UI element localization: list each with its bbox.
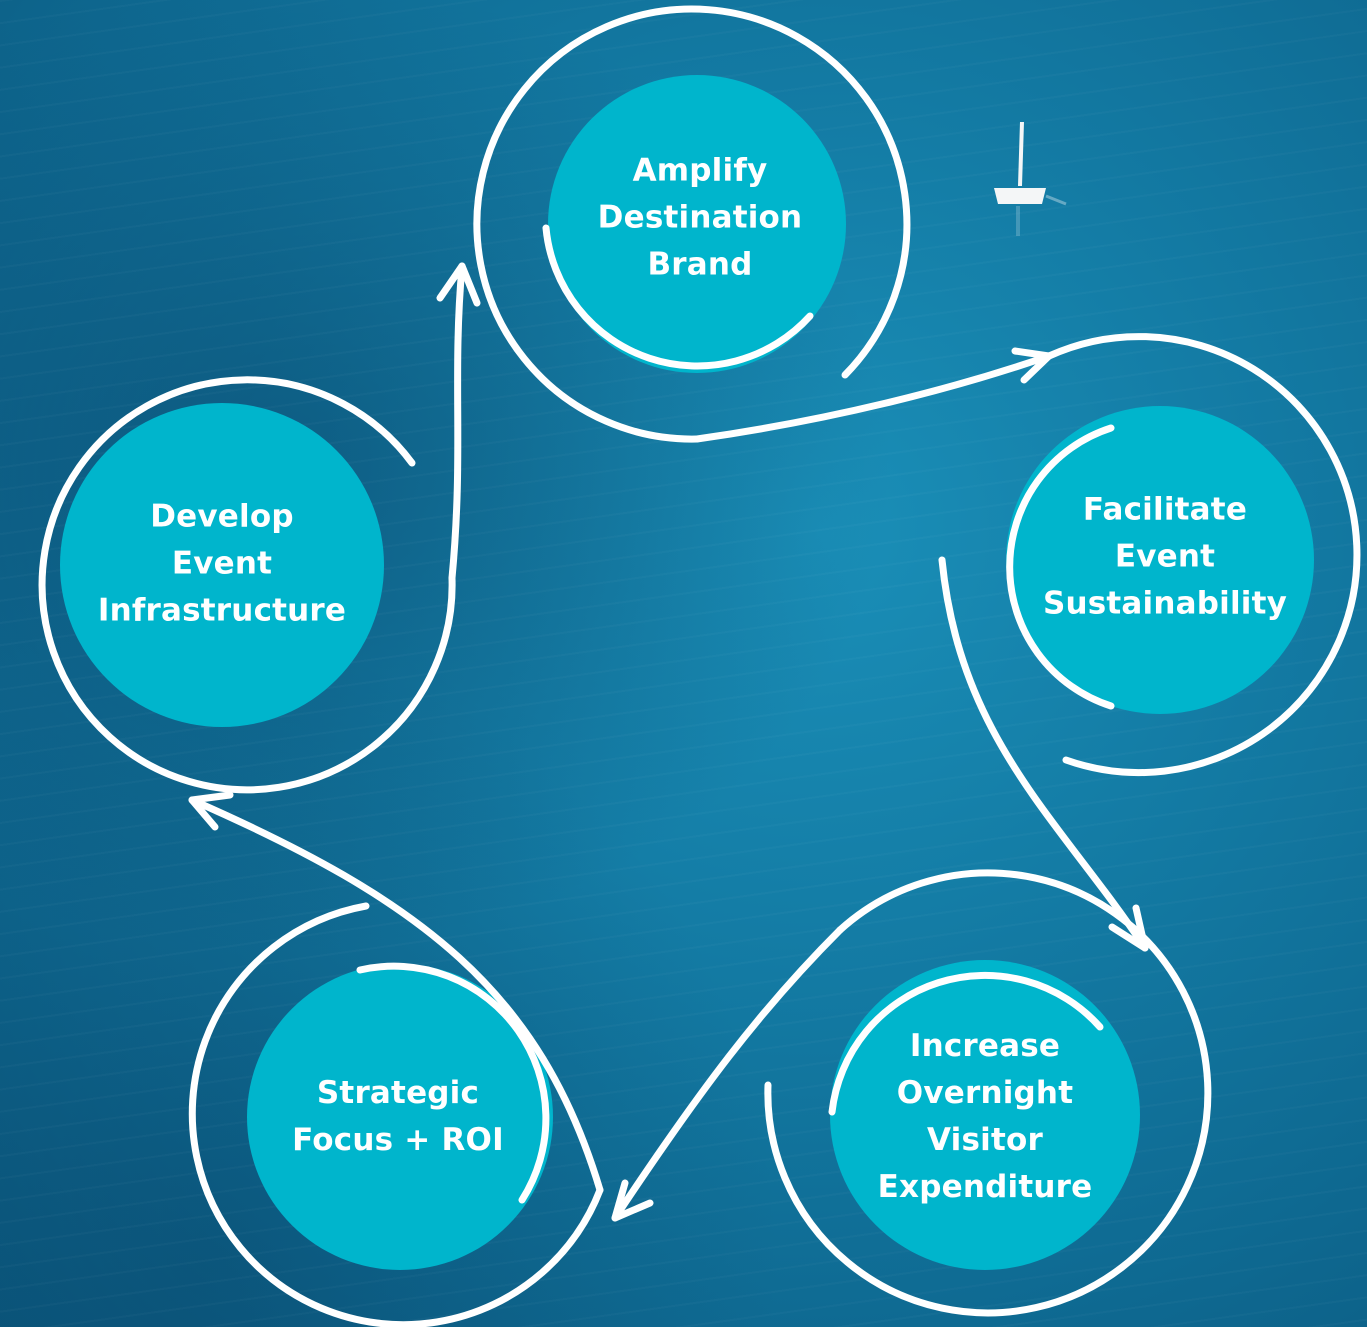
inner-arc-facilitate <box>1006 424 1115 710</box>
outer-ring-increase <box>764 869 1212 1317</box>
node-disk-develop <box>60 403 384 727</box>
sailboat-icon <box>994 121 1067 236</box>
node-disk-increase <box>830 960 1140 1270</box>
node-label-amplify: Amplify Destination Brand <box>597 152 803 283</box>
inner-arc-increase <box>828 971 1104 1116</box>
inner-arc-amplify <box>542 224 814 370</box>
connector-amplify-facilitate <box>693 352 1053 443</box>
outer-ring-amplify <box>473 5 911 443</box>
connector-develop-amplify <box>448 262 466 582</box>
arrowhead-to-amplify <box>436 262 481 307</box>
node-label-strategic: Strategic Focus + ROI <box>292 1075 504 1158</box>
arrowhead-to-strategic <box>611 1179 654 1222</box>
outer-ring-strategic <box>188 902 604 1327</box>
arrowhead-to-develop <box>188 791 234 831</box>
connector-strategic-develop <box>188 796 604 1194</box>
node-label-increase: Increase Overnight Visitor Expenditure <box>877 1028 1093 1205</box>
arrowhead-to-facilitate <box>1011 347 1053 384</box>
outer-ring-develop <box>38 376 456 794</box>
node-label-facilitate: Facilitate Event Sustainability <box>1042 491 1288 622</box>
node-label-develop: Develop Event Infrastructure <box>97 498 347 629</box>
connector-facilitate-increase <box>938 556 1149 952</box>
node-disk-amplify <box>548 75 846 373</box>
outer-ring-facilitate <box>1045 333 1361 777</box>
node-disk-strategic <box>247 964 553 1270</box>
node-disk-facilitate <box>1006 406 1314 714</box>
arrowhead-to-increase <box>1108 904 1149 952</box>
connector-increase-strategic <box>611 926 844 1222</box>
inner-arc-strategic <box>356 962 550 1204</box>
